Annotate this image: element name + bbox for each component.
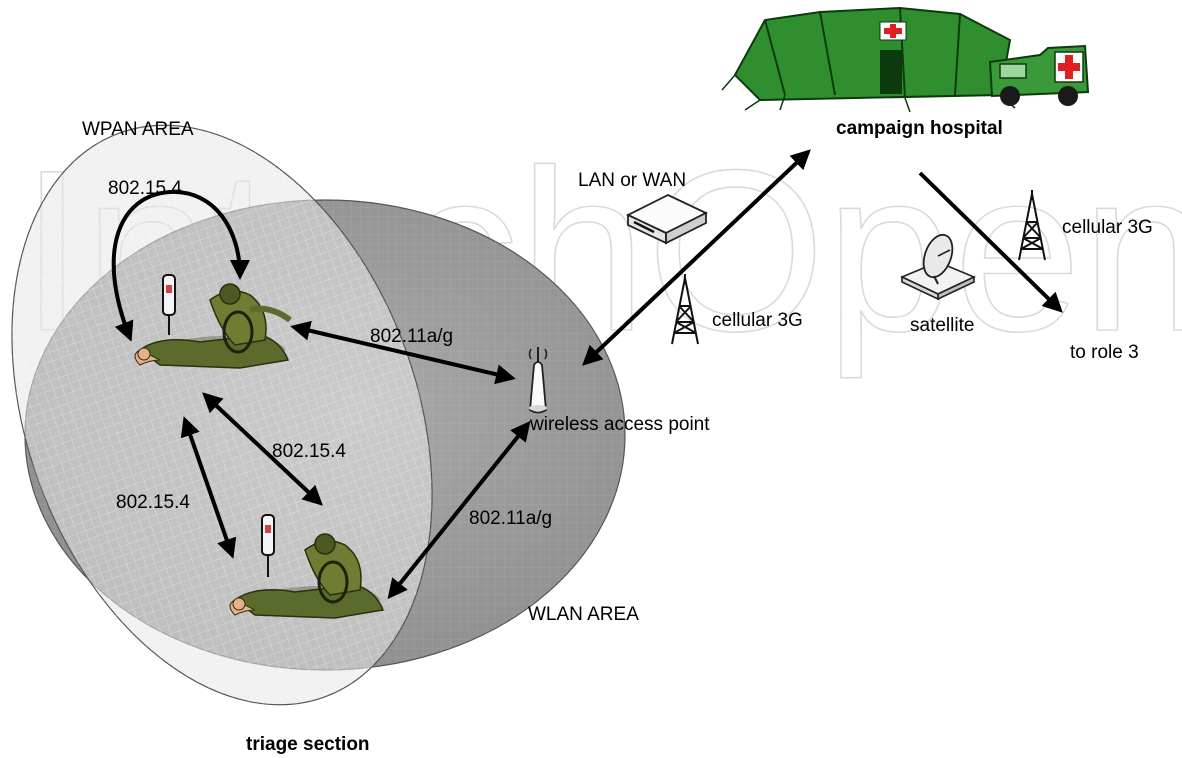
sensor-device-icon: [261, 514, 275, 577]
satellite-label: satellite: [910, 315, 974, 336]
cellular-3g-right-label: cellular 3G: [1062, 217, 1153, 238]
ap-hospital-arrow: [582, 149, 811, 366]
role3-arrow: [918, 171, 1063, 313]
wpan-diagonal-arrow: [202, 392, 323, 506]
link-802-11-top-label: 802.11a/g: [370, 326, 453, 347]
router-icon: [625, 193, 709, 245]
link-802-15-4-vert-label: 802.15.4: [116, 492, 190, 513]
wpan-area-label: WPAN AREA: [82, 119, 194, 140]
link-802-15-4-diag-label: 802.15.4: [272, 441, 346, 462]
wlan-top-arrow: [290, 320, 516, 385]
wlan-bottom-arrow: [387, 420, 531, 600]
satellite-dish-icon: [900, 233, 976, 301]
ambulance-icon: [988, 44, 1090, 106]
red-cross-icon: [879, 21, 907, 41]
link-802-11-bottom-label: 802.11a/g: [469, 508, 552, 529]
cell-tower-icon: [671, 274, 699, 345]
wpan-vertical-arrow: [180, 416, 237, 559]
link-802-15-4-loop-label: 802.15.4: [108, 178, 182, 199]
cell-tower-icon: [1018, 190, 1046, 261]
campaign-hospital-icon: [721, 6, 1090, 113]
access-point-icon: [528, 347, 548, 414]
cellular-3g-left-label: cellular 3G: [712, 310, 803, 331]
soldier-icon: [229, 533, 385, 619]
triage-section-label: triage section: [246, 734, 370, 755]
wireless-access-point-label: wireless access point: [529, 414, 710, 435]
wlan-area-label: WLAN AREA: [528, 604, 639, 625]
lan-wan-label: LAN or WAN: [578, 170, 686, 191]
tent-icon: [721, 6, 1016, 113]
to-role-3-label: to role 3: [1070, 342, 1139, 363]
campaign-hospital-label: campaign hospital: [836, 118, 1003, 139]
wpan-loop-arrow: [111, 189, 250, 342]
